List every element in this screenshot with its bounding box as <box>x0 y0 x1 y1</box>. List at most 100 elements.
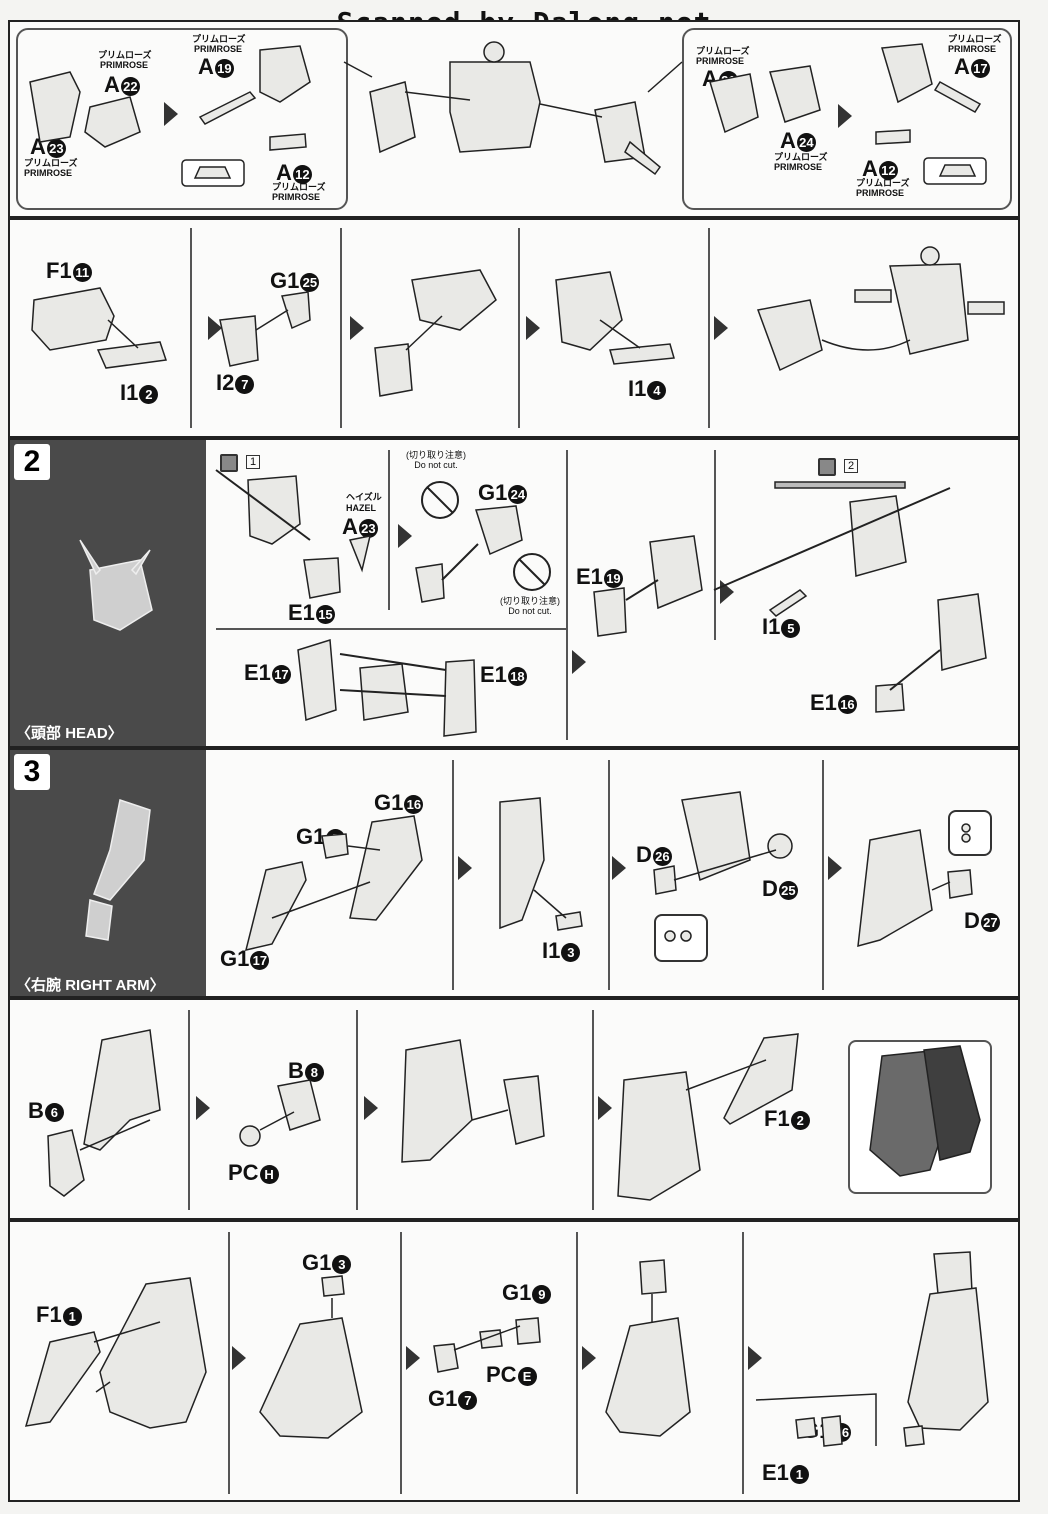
divider <box>452 760 454 990</box>
divider <box>518 228 520 428</box>
part-drawing-row6 <box>24 1251 989 1447</box>
label-jp: プリムローズ <box>192 34 246 44</box>
divider <box>228 1232 230 1494</box>
label-jp: プリムローズ <box>948 34 1002 44</box>
step-3-side-panel: 3 〈右腕 RIGHT ARM〉 <box>10 750 206 996</box>
divider <box>822 760 824 990</box>
detail-callout <box>948 810 992 856</box>
step-arrow <box>838 104 852 128</box>
step-arrow <box>714 316 728 340</box>
step-arrow <box>232 1346 246 1370</box>
ref-number-1: 1 <box>246 455 261 469</box>
hazel-en: HAZEL <box>346 503 376 513</box>
divider <box>190 228 192 428</box>
step-arrow <box>828 856 842 880</box>
label-en: PRIMROSE <box>24 168 73 178</box>
ref-number-2: 2 <box>844 459 859 473</box>
step-arrow <box>350 316 364 340</box>
caution-note-top: (切り取り注意)Do not cut. <box>406 450 466 470</box>
manual-icon <box>818 458 836 476</box>
label-en: PRIMROSE <box>100 60 149 70</box>
label-jp: プリムローズ <box>98 50 152 60</box>
step-arrow <box>572 650 586 674</box>
row-6-panel: F11 G13 G19 PCE G17 G126 E11 <box>8 1220 1020 1502</box>
part-drawing-row5 <box>47 1029 981 1201</box>
label-en: PRIMROSE <box>774 162 823 172</box>
part-drawing-row2 <box>31 246 1005 397</box>
step-arrow <box>208 316 222 340</box>
part-drawing-row1 <box>29 41 987 187</box>
divider <box>566 450 568 740</box>
divider <box>714 450 716 640</box>
step-arrow <box>196 1096 210 1120</box>
step-arrow <box>526 316 540 340</box>
divider <box>400 1232 402 1494</box>
step-arrow <box>582 1346 596 1370</box>
divider <box>742 1232 744 1494</box>
label-jp: プリムローズ <box>856 178 910 188</box>
step-arrow <box>612 856 626 880</box>
step-2-side-panel: 2 〈頭部 HEAD〉 <box>10 440 206 746</box>
hazel-jp: ヘイズル <box>346 492 382 502</box>
label-jp: プリムローズ <box>774 152 828 162</box>
label-jp: プリムローズ <box>272 182 326 192</box>
divider <box>340 228 342 428</box>
label-en: PRIMROSE <box>272 192 321 202</box>
step-arrow <box>164 102 178 126</box>
label-en: PRIMROSE <box>194 44 243 54</box>
callout-right <box>682 28 1012 210</box>
divider <box>356 1010 358 1210</box>
divider <box>188 1010 190 1210</box>
head-preview-image <box>79 539 153 631</box>
step-number: 3 <box>14 754 50 790</box>
step-arrow <box>364 1096 378 1120</box>
caution-note-bottom: (切り取り注意)Do not cut. <box>500 596 560 616</box>
divider <box>388 450 390 610</box>
step-arrow <box>458 856 472 880</box>
step-arrow <box>406 1346 420 1370</box>
step-arrow <box>398 524 412 548</box>
manual-icon <box>220 454 238 472</box>
step-arrow <box>598 1096 612 1120</box>
part-drawing-step3 <box>244 791 973 952</box>
label-en: PRIMROSE <box>696 56 745 66</box>
step-3-caption: 〈右腕 RIGHT ARM〉 <box>16 977 165 994</box>
part-drawing-step2 <box>215 469 987 737</box>
divider <box>576 1232 578 1494</box>
